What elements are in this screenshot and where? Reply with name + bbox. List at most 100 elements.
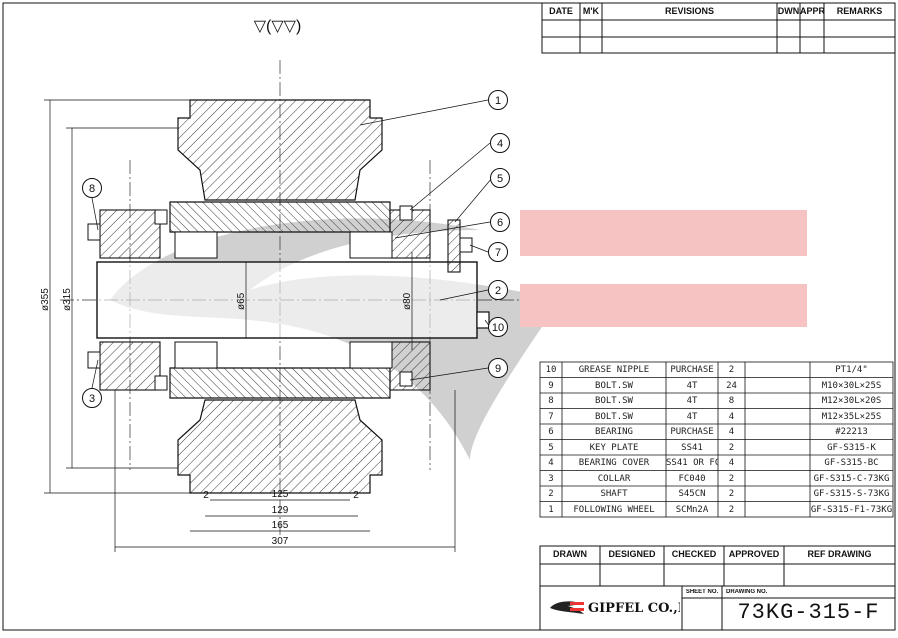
drawing-number: 73KG-315-F bbox=[737, 600, 880, 625]
bom-row-10-material: PURCHASE bbox=[670, 365, 714, 375]
bom-row-8-spec: M12×30L×20S bbox=[821, 396, 882, 406]
drawing-no-label: DRAWING NO. bbox=[726, 589, 768, 595]
bom-row-2-material: S45CN bbox=[678, 489, 706, 499]
bom-row-6-qty: 4 bbox=[728, 427, 735, 437]
sheet-no-label: SHEET NO. bbox=[685, 589, 719, 595]
bom-row-5-spec: GF-S315-K bbox=[827, 442, 876, 453]
rev-header-0: DATE bbox=[549, 6, 573, 16]
title-header-ref-drawing: REF DRAWING bbox=[807, 549, 872, 559]
bom-row-10-name: GREASE NIPPLE bbox=[578, 365, 650, 375]
dim-text-307: 307 bbox=[271, 536, 289, 547]
bom-row-3-qty: 2 bbox=[728, 473, 735, 484]
bom-row-6-name: BEARING bbox=[595, 427, 633, 437]
bom-row-6-spec: #22213 bbox=[835, 427, 868, 437]
bom-row-1-material: SCMn2A bbox=[675, 504, 709, 515]
watermark-bar-top bbox=[520, 210, 807, 256]
bom-row-4-name: BEARING COVER bbox=[578, 458, 650, 468]
bom-row-5-no: 5 bbox=[548, 442, 554, 453]
bom-row-8-qty: 8 bbox=[728, 396, 735, 406]
dim-text-2-right: 2 bbox=[353, 490, 359, 501]
gipfel-logo-icon bbox=[550, 601, 584, 614]
bom-row-6-no: 6 bbox=[548, 427, 554, 437]
balloon-8: 8 bbox=[82, 178, 102, 198]
balloon-2: 2 bbox=[488, 280, 508, 300]
dim-text-129: 129 bbox=[271, 505, 289, 516]
part-collar-top-left bbox=[99, 209, 161, 259]
bom-row-4-no: 4 bbox=[548, 458, 554, 468]
bom-row-7-spec: M12×35L×25S bbox=[821, 411, 882, 422]
bolt-left-bottom bbox=[154, 375, 168, 391]
bom-row-4-material: SS41 OR FC20 bbox=[666, 458, 718, 468]
rev-header-1: M'K bbox=[582, 6, 600, 16]
balloon-1: 1 bbox=[488, 90, 508, 110]
bom-row-3-name: COLLAR bbox=[597, 473, 631, 484]
dim-text-165: 165 bbox=[271, 520, 289, 531]
bolt-left-top bbox=[154, 209, 168, 225]
title-header-designed: DESIGNED bbox=[608, 549, 656, 559]
bom-row-5-material: SS41 bbox=[681, 442, 703, 453]
balloon-10: 10 bbox=[488, 317, 508, 337]
bom-row-4-qty: 4 bbox=[728, 458, 735, 468]
bom-row-9-material: 4T bbox=[686, 380, 698, 391]
watermark-bar-bottom bbox=[520, 284, 807, 327]
bom-row-3-spec: GF-S315-C-73KG bbox=[813, 473, 890, 484]
bom-row-7-no: 7 bbox=[548, 411, 554, 422]
rev-header-4: APPR bbox=[800, 6, 824, 16]
bom-row-10-spec: PT1/4" bbox=[835, 365, 868, 375]
balloon-6: 6 bbox=[490, 212, 510, 232]
bom-row-1-spec: GF-S315-F1-73KG bbox=[810, 504, 893, 515]
bom-row-10-no: 10 bbox=[545, 365, 557, 375]
dim-text-125: 125 bbox=[271, 489, 289, 500]
bom-row-10-qty: 2 bbox=[728, 365, 735, 375]
bom-row-3-material: FC040 bbox=[678, 473, 706, 484]
bom-row-5-name: KEY PLATE bbox=[589, 442, 639, 453]
bom-row-5-qty: 2 bbox=[728, 442, 735, 453]
bom-row-1-name: FOLLOWING WHEEL bbox=[573, 504, 655, 515]
part-bearing-2 bbox=[174, 341, 218, 369]
bom-row-8-no: 8 bbox=[548, 396, 554, 406]
balloon-5: 5 bbox=[490, 168, 510, 188]
bom-row-1-no: 1 bbox=[548, 504, 554, 515]
bolt-9 bbox=[399, 371, 413, 387]
bom-row-7-material: 4T bbox=[686, 411, 698, 422]
balloon-4: 4 bbox=[490, 133, 510, 153]
title-header-approved: APPROVED bbox=[728, 549, 780, 559]
balloon-3: 3 bbox=[82, 388, 102, 408]
bom-row-9-qty: 24 bbox=[726, 380, 737, 391]
bom-row-9-name: BOLT.SW bbox=[595, 380, 633, 391]
part-shaft bbox=[96, 261, 490, 339]
rev-header-2: REVISIONS bbox=[664, 6, 714, 16]
bolt-8 bbox=[87, 223, 101, 241]
bom-row-3-no: 3 bbox=[548, 473, 554, 484]
part-following-wheel bbox=[169, 99, 391, 494]
part-bearing-3 bbox=[349, 231, 393, 259]
bom-row-2-spec: GF-S315-S-73KG bbox=[813, 489, 890, 499]
bolt-4 bbox=[399, 205, 413, 221]
bom-row-9-no: 9 bbox=[548, 380, 554, 391]
title-header-drawn: DRAWN bbox=[553, 549, 587, 559]
bom-row-9-spec: M10×30L×25S bbox=[821, 380, 882, 391]
bom-row-2-qty: 2 bbox=[728, 489, 735, 499]
revision-table-lines bbox=[541, 2, 896, 54]
bom-row-7-name: BOLT.SW bbox=[595, 411, 633, 422]
surface-finish-symbol-icon: ▽(▽▽) bbox=[253, 18, 302, 35]
rev-header-5: REMARKS bbox=[836, 6, 883, 16]
part-bearing-4 bbox=[349, 341, 393, 369]
bom-row-2-name: SHAFT bbox=[600, 489, 628, 499]
dim-text-2-left: 2 bbox=[203, 490, 209, 501]
company-name: GIPFEL CO.,LTD bbox=[588, 601, 680, 616]
balloon-7: 7 bbox=[488, 242, 508, 262]
bom-row-2-no: 2 bbox=[548, 489, 554, 499]
bom-row-7-qty: 4 bbox=[728, 411, 735, 422]
rev-header-3: DWN bbox=[777, 6, 800, 16]
bom-row-4-spec: GF-S315-BC bbox=[824, 458, 879, 468]
balloon-9: 9 bbox=[488, 358, 508, 378]
title-header-checked: CHECKED bbox=[671, 549, 717, 559]
bom-row-1-qty: 2 bbox=[728, 504, 735, 515]
bom-row-6-material: PURCHASE bbox=[670, 427, 714, 437]
